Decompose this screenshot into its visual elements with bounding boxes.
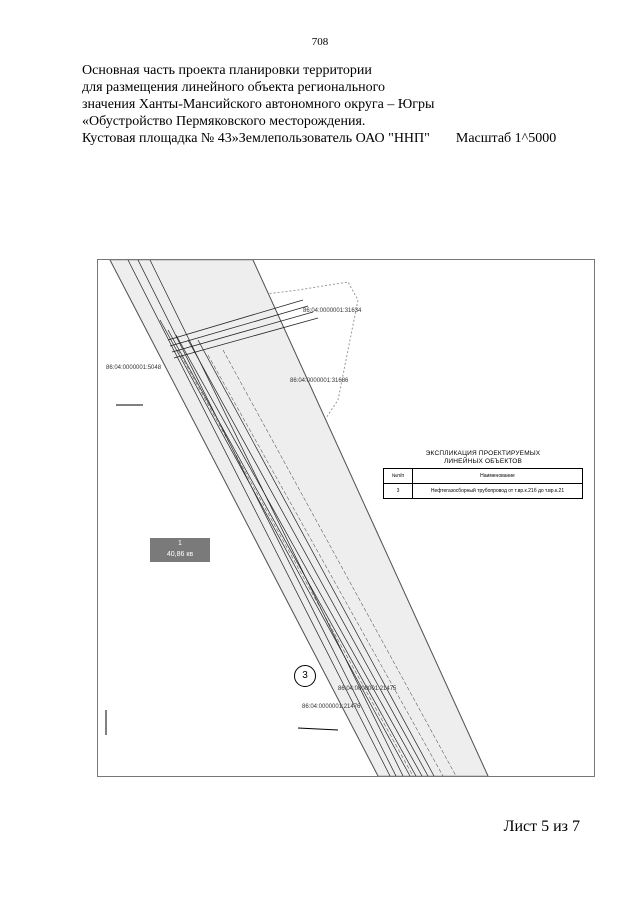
parcel-label: 86:04:0000001:5048 [106,365,162,371]
row-number: 3 [384,484,413,498]
explication-table: ЭКСПЛИКАЦИЯ ПРОЕКТИРУЕМЫХ ЛИНЕЙНЫХ ОБЪЕК… [383,450,583,499]
header-number: №п/п [384,469,413,483]
page-number: 708 [311,36,329,48]
area-label: 1 40,86 кв [150,538,210,562]
sheet-number: Лист 5 из 7 [503,818,580,835]
map-drawing [105,260,489,776]
table-title-1: ЭКСПЛИКАЦИЯ ПРОЕКТИРУЕМЫХ [425,450,541,457]
leader-line [297,727,339,731]
title-line-4: «Обустройство Пермяковского месторождени… [82,114,366,129]
pipeline-branch [167,299,319,359]
title-land-user: Кустовая площадка № 43»Землепользователь… [82,131,430,146]
map-frame: 86:04:0000001:31634 86:04:0000001:5048 8… [97,259,595,777]
parcel-label: 86:04:0000001:21475 [338,686,397,692]
row-name: Нефтегазосборный трубопровод от т.вр.к.2… [430,488,565,494]
title-line-5: Кустовая площадка № 43»Землепользователь… [82,130,602,147]
table-header-row: №п/п Наименование [384,469,582,483]
area-value: 40,86 кв [166,551,194,558]
scale-label: Масштаб 1^5000 [455,131,557,146]
corridor-edge-right [252,260,489,776]
parcel-label: 86:04:0000001:31634 [303,308,362,314]
corridor-edge-left [109,260,379,776]
title-block: Основная часть проекта планировки террит… [82,62,602,147]
header-name: Наименование [480,473,515,479]
area-number: 1 [178,540,182,547]
table-title-2: ЛИНЕЙНЫХ ОБЪЕКТОВ [443,458,523,465]
object-marker: 3 [294,665,316,687]
table-grid: №п/п Наименование 3 Нефтегазосборный тру… [383,468,583,499]
table-row: 3 Нефтегазосборный трубопровод от т.вр.к… [384,483,582,498]
parcel-label: 86:04:0000001:21476 [302,704,361,710]
title-line-3: значения Ханты-Мансийского автономного о… [82,97,435,112]
pipeline-dashed [177,349,457,776]
title-line-2: для размещения линейного объекта региона… [82,80,386,95]
title-line-1: Основная часть проекта планировки террит… [82,63,372,78]
parcel-label: 86:04:0000001:31686 [290,378,349,384]
